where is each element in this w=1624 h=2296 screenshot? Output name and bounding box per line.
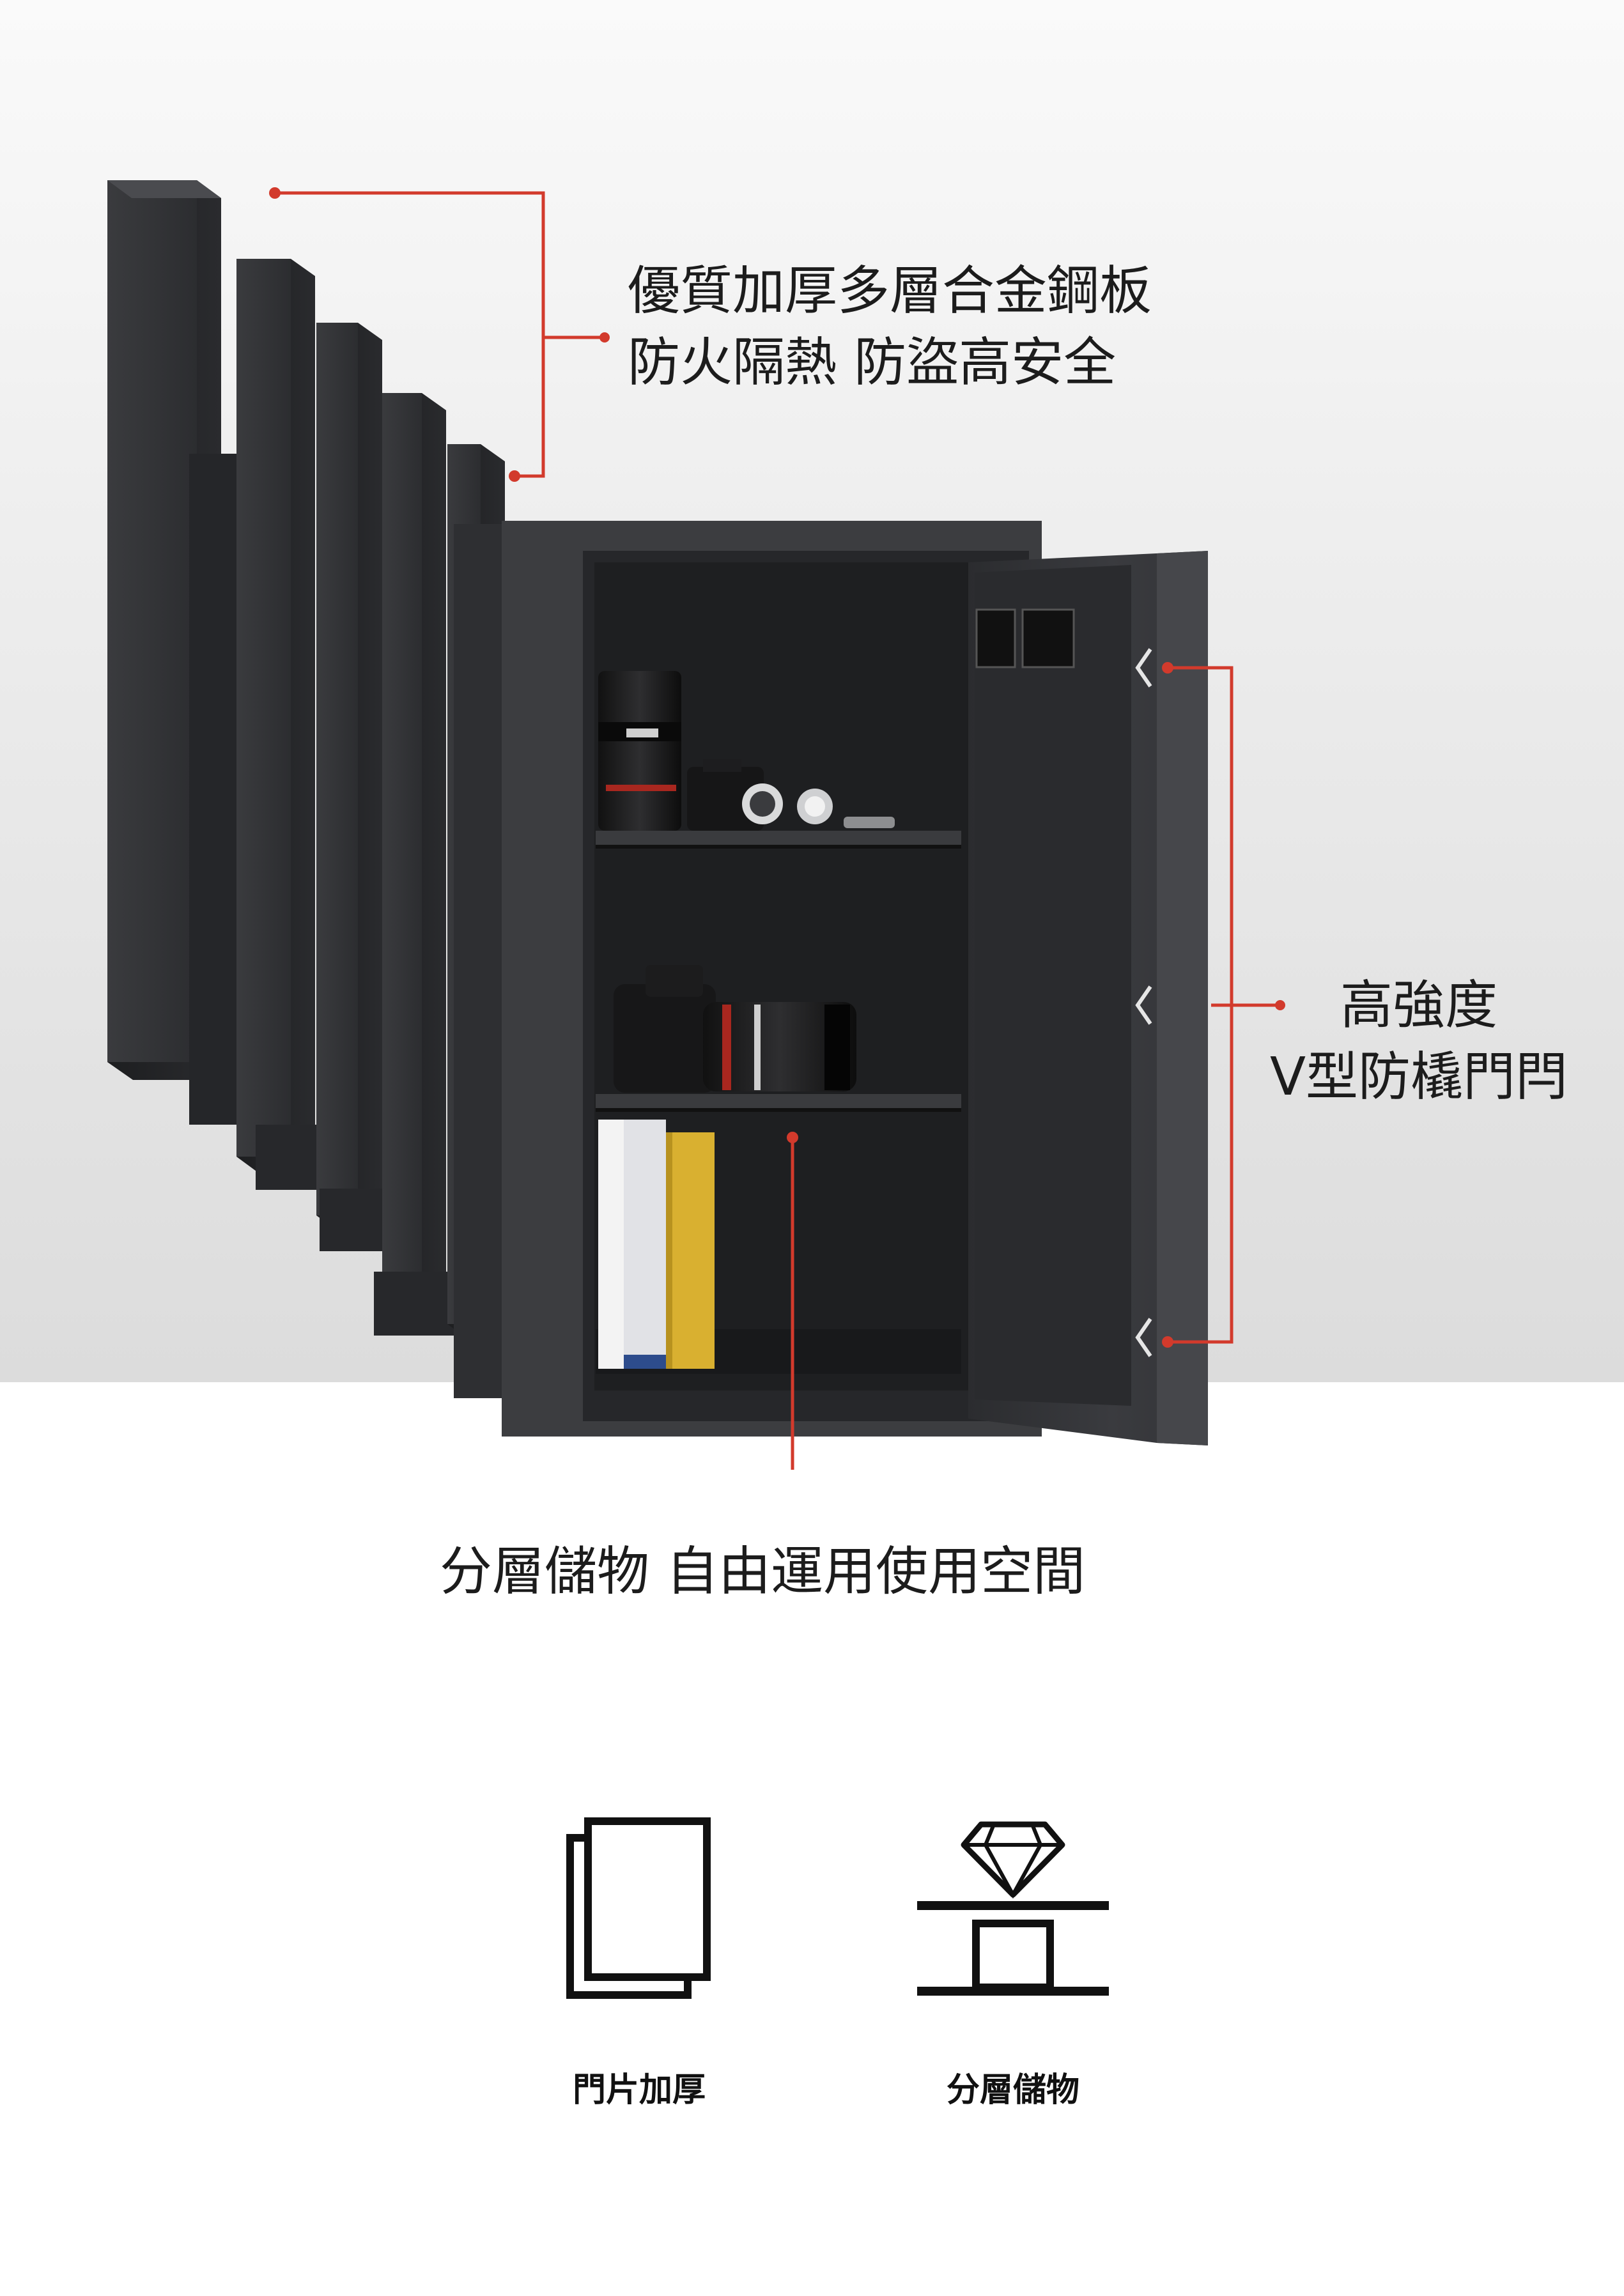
dslr-camera: [614, 965, 856, 1093]
steel-plate-3: [256, 323, 382, 1233]
feature-label-shelf-storage: 分層儲物: [946, 2071, 1079, 2109]
door-bolt-bottom: [1135, 1318, 1152, 1357]
camera-lens-top: [598, 671, 681, 831]
feature-label-thick-door: 門片加厚: [572, 2071, 706, 2109]
plate-callout-line: [275, 191, 605, 478]
steel-plate-stack: [107, 180, 505, 1342]
bolt-callout-line-1: 高強度: [1340, 975, 1497, 1036]
bolt-callout-text: 高強度 V型防橇門閂: [1253, 970, 1585, 1113]
steel-plate-2: [189, 259, 315, 1175]
shelf-diamond-icon: [914, 1812, 1112, 2003]
bolt-callout-line: [1168, 666, 1280, 1344]
bolt-callout-line-2: V型防橇門閂: [1269, 1047, 1568, 1107]
watches: [742, 783, 895, 828]
plate-callout-text: 優質加厚多層合金鋼板 防火隔熱 防盜高安全: [628, 256, 1152, 399]
product-illustration: [107, 180, 1285, 1470]
plate-callout-line-1: 優質加厚多層合金鋼板: [628, 261, 1152, 321]
upper-shelf: [596, 831, 961, 845]
lower-shelf: [596, 1094, 961, 1108]
shelf-callout-line-1: 分層儲物 自由運用使用空間: [440, 1541, 1086, 1602]
safe-body: [454, 521, 1042, 1437]
safe-door: [968, 551, 1208, 1445]
door-bolt-middle: [1135, 985, 1152, 1025]
plate-callout-line-2: 防火隔熱 防盜高安全: [628, 332, 1117, 393]
door-bolt-top: [1135, 648, 1152, 688]
thick-door-icon: [562, 1815, 716, 2000]
steel-plate-4: [320, 393, 446, 1307]
books: [598, 1120, 715, 1369]
shelf-callout-text: 分層儲物 自由運用使用空間: [440, 1536, 1085, 1608]
camera-body-top: [687, 759, 764, 831]
